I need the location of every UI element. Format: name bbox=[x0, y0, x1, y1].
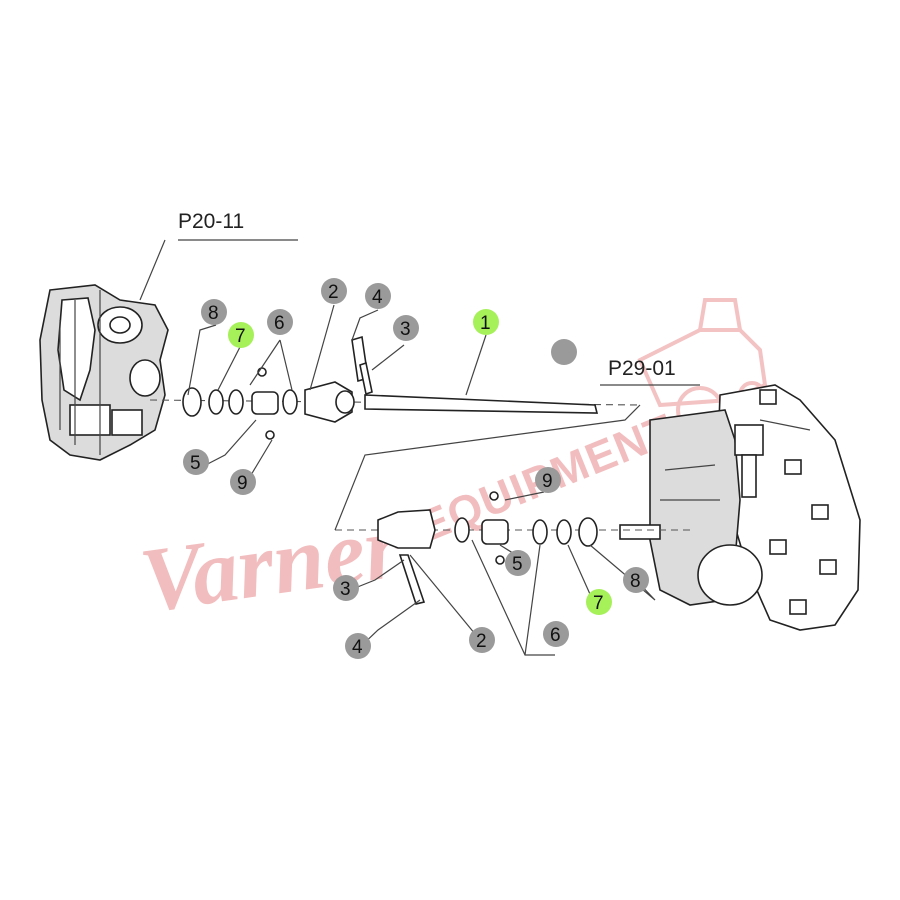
svg-text:7: 7 bbox=[235, 326, 246, 347]
left-housing bbox=[39, 284, 169, 461]
svg-text:8: 8 bbox=[630, 571, 641, 592]
svg-text:3: 3 bbox=[340, 579, 351, 600]
ref-right-housing: P29-01 bbox=[608, 357, 676, 380]
callout-8-top: 8 bbox=[201, 299, 227, 325]
ref-left-housing: P20-11 bbox=[178, 210, 244, 233]
callout-1: 1 bbox=[473, 309, 499, 335]
callouts: 8 7 6 2 4 3 1 5 bbox=[183, 278, 649, 659]
callout-9-bottom: 9 bbox=[535, 467, 561, 493]
svg-text:5: 5 bbox=[190, 453, 201, 474]
callout-9-top: 9 bbox=[230, 469, 256, 495]
callout-4-bottom: 4 bbox=[345, 633, 371, 659]
svg-text:4: 4 bbox=[352, 637, 363, 658]
callout-8-bottom: 8 bbox=[623, 567, 649, 593]
callout-3-bottom: 3 bbox=[333, 575, 359, 601]
svg-text:1: 1 bbox=[480, 313, 491, 334]
svg-text:4: 4 bbox=[372, 287, 383, 308]
svg-text:9: 9 bbox=[237, 473, 248, 494]
svg-text:2: 2 bbox=[328, 282, 339, 303]
callout-2-bottom: 2 bbox=[469, 627, 495, 653]
svg-text:6: 6 bbox=[550, 625, 561, 646]
callout-2-top: 2 bbox=[321, 278, 347, 304]
top-row-parts bbox=[182, 335, 599, 440]
svg-text:2: 2 bbox=[476, 631, 487, 652]
callout-5-top: 5 bbox=[183, 449, 209, 475]
svg-text:5: 5 bbox=[512, 554, 523, 575]
callout-7-bottom: 7 bbox=[586, 589, 612, 615]
svg-text:3: 3 bbox=[400, 319, 411, 340]
right-housing bbox=[619, 384, 861, 631]
bottom-row-parts bbox=[377, 491, 598, 605]
callout-5-bottom: 5 bbox=[505, 550, 531, 576]
svg-text:7: 7 bbox=[593, 593, 604, 614]
svg-text:6: 6 bbox=[274, 313, 285, 334]
svg-text:8: 8 bbox=[208, 303, 219, 324]
callout-blank bbox=[551, 339, 577, 365]
svg-text:9: 9 bbox=[542, 471, 553, 492]
callout-7-top: 7 bbox=[228, 322, 254, 348]
callout-6-bottom: 6 bbox=[543, 621, 569, 647]
callout-6-top: 6 bbox=[267, 309, 293, 335]
callout-3-top: 3 bbox=[393, 315, 419, 341]
callout-4-top: 4 bbox=[365, 283, 391, 309]
watermark-script: Varner bbox=[134, 494, 408, 631]
